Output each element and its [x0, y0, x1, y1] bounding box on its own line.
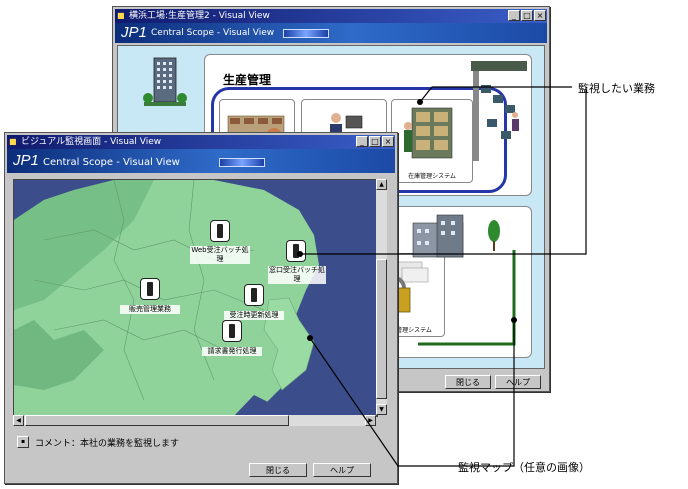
- map-node-label: 販売管理業務: [120, 305, 180, 314]
- callout-monitoring-map: 監視マップ（任意の画像）: [458, 461, 590, 474]
- map-node-order-update[interactable]: 受注時更新処理: [224, 284, 284, 328]
- section-title: 生産管理: [223, 73, 272, 87]
- server-icon: [210, 220, 230, 242]
- front-close-button[interactable]: 閉じる: [249, 463, 307, 477]
- banner-subtitle: Central Scope - Visual View: [151, 28, 275, 38]
- back-help-button[interactable]: ヘルプ: [495, 375, 541, 389]
- jp1-logo: JP1: [13, 152, 39, 169]
- back-title-bar[interactable]: ■ 横浜工場:生産管理2 - Visual View _ □ ×: [115, 9, 547, 23]
- activity-indicator: [219, 158, 265, 167]
- scroll-down-icon[interactable]: ▼: [376, 404, 387, 415]
- monitoring-map[interactable]: Web受注バッチ処理 窓口受注バッチ処理 販売管理業務 受注時更新処理 請求書発…: [13, 179, 378, 417]
- comment-row: ▪ コメント：本社の業務を監視します: [13, 433, 387, 451]
- scroll-left-icon[interactable]: ◀: [13, 415, 24, 426]
- server-icon: [244, 284, 264, 306]
- map-horizontal-scrollbar[interactable]: ◀ ▶: [13, 415, 376, 426]
- server-icon: [222, 320, 242, 342]
- map-vertical-scrollbar[interactable]: ▲ ▼: [376, 179, 387, 415]
- window-system-icon[interactable]: ■: [9, 137, 17, 146]
- activity-indicator: [283, 29, 329, 38]
- horizontal-scroll-thumb[interactable]: [25, 415, 289, 426]
- back-window-title: 横浜工場:生産管理2 - Visual View: [129, 11, 270, 21]
- front-window: ■ ビジュアル監視画面 - Visual View _ □ × JP1 Cent…: [4, 132, 398, 484]
- app-inout-label: 入出金管理システム: [378, 327, 432, 334]
- jp1-logo: JP1: [121, 24, 147, 41]
- front-window-title: ビジュアル監視画面 - Visual View: [21, 137, 162, 147]
- back-close-button[interactable]: 閉じる: [445, 375, 491, 389]
- front-title-bar[interactable]: ■ ビジュアル監視画面 - Visual View _ □ ×: [7, 135, 395, 149]
- comment-text: コメント：本社の業務を監視します: [35, 439, 180, 449]
- minimize-icon[interactable]: _: [508, 10, 520, 21]
- scroll-up-icon[interactable]: ▲: [376, 179, 387, 190]
- server-icon: [286, 240, 306, 262]
- map-image: [14, 180, 319, 416]
- banner-subtitle: Central Scope - Visual View: [43, 157, 180, 168]
- close-icon[interactable]: ×: [382, 136, 394, 147]
- minimize-icon[interactable]: _: [356, 136, 368, 147]
- maximize-icon[interactable]: □: [369, 136, 381, 147]
- map-node-label: 請求書発行処理: [202, 347, 262, 356]
- window-system-icon[interactable]: ■: [117, 11, 125, 20]
- callout-monitored-business: 監視したい業務: [578, 82, 655, 95]
- maximize-icon[interactable]: □: [521, 10, 533, 21]
- map-node-label: 受注時更新処理: [224, 311, 284, 320]
- back-banner: JP1 Central Scope - Visual View: [115, 23, 547, 43]
- map-node-label: Web受注バッチ処理: [190, 246, 250, 264]
- close-icon[interactable]: ×: [534, 10, 546, 21]
- building-icon: [140, 54, 190, 110]
- front-help-button[interactable]: ヘルプ: [313, 463, 371, 477]
- map-node-web-batch[interactable]: Web受注バッチ処理: [190, 220, 250, 270]
- server-icon: [140, 278, 160, 300]
- front-banner: JP1 Central Scope - Visual View: [7, 149, 395, 173]
- vertical-scroll-thumb[interactable]: [376, 259, 387, 399]
- map-node-sales[interactable]: 販売管理業務: [120, 278, 180, 320]
- map-node-label: 窓口受注バッチ処理: [268, 266, 326, 284]
- map-node-invoice[interactable]: 請求書発行処理: [202, 320, 262, 364]
- comment-icon[interactable]: ▪: [17, 436, 29, 448]
- scroll-right-icon[interactable]: ▶: [365, 415, 376, 426]
